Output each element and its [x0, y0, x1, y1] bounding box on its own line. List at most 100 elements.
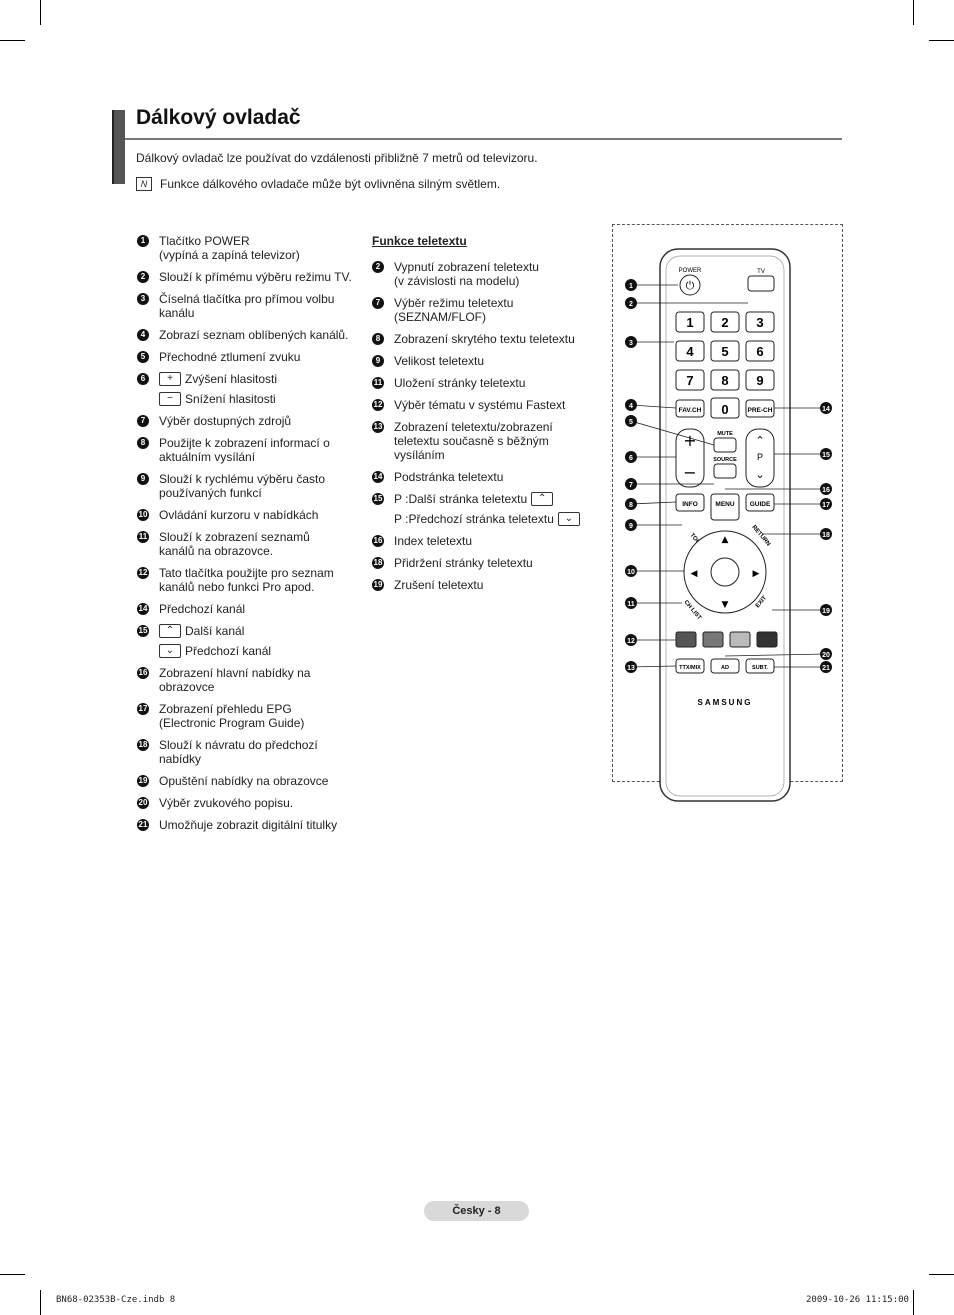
- note-text: Funkce dálkového ovladače může být ovliv…: [160, 177, 501, 191]
- callout-number: 1: [629, 283, 633, 290]
- digit-button: [675, 340, 705, 362]
- callout-number: 16: [822, 487, 830, 494]
- key-icon: −: [159, 392, 181, 406]
- item-line: (v závislosti na modelu): [394, 274, 520, 288]
- callout-number: 14: [822, 406, 830, 413]
- item-number: 10: [137, 509, 149, 521]
- item-line: P :Předchozí stránka teletextu: [394, 512, 554, 526]
- callout-line: [630, 404, 677, 409]
- info-label: INFO: [682, 501, 698, 508]
- item-line: Přechodné ztlumení zvuku: [159, 350, 301, 364]
- item-line: Zobrazení teletextu/zobrazení: [394, 420, 553, 434]
- digit-button: [710, 311, 740, 333]
- mute-label: MUTE: [717, 431, 733, 437]
- item-number: 19: [372, 579, 384, 591]
- callout-badge: [625, 519, 637, 531]
- svg-text:▶: ▶: [753, 569, 760, 579]
- note-icon: N: [136, 177, 152, 191]
- item-line: Slouží k návratu do předchozí: [159, 738, 318, 752]
- item-line: Tlačítko POWER: [159, 234, 250, 248]
- crop-mark: [913, 1290, 914, 1315]
- guide-label: GUIDE: [750, 501, 771, 508]
- item-number: 18: [372, 557, 384, 569]
- note: N Funkce dálkového ovladače může být ovl…: [136, 177, 500, 191]
- callout-number: 8: [629, 502, 633, 509]
- item-line: Velikost teletextu: [394, 354, 485, 368]
- item-number: 16: [372, 535, 384, 547]
- power-label: POWER: [679, 268, 702, 274]
- callout-number: 20: [822, 652, 830, 659]
- item-text: Vypnutí zobrazení teletextu(v závislosti…: [394, 260, 597, 288]
- brand-label: SAMSUNG: [698, 698, 753, 707]
- callout-badge: [625, 399, 637, 411]
- source-label: SOURCE: [713, 457, 737, 463]
- item-number: 9: [137, 473, 149, 485]
- crop-mark: [40, 1290, 41, 1315]
- item-line: vysíláním: [394, 448, 445, 462]
- item-line: Zobrazí seznam oblíbených kanálů.: [159, 328, 349, 342]
- svg-text:−: −: [683, 463, 696, 482]
- callout-badge: [625, 597, 637, 609]
- digit-label: 2: [721, 315, 728, 330]
- callout-number: 13: [627, 665, 635, 672]
- key-icon: ⌃: [531, 492, 554, 506]
- item-number: 9: [372, 355, 384, 367]
- item-line: Slouží k přímému výběru režimu TV.: [159, 270, 352, 284]
- item-line: Index teletextu: [394, 534, 473, 548]
- callout-number: 17: [822, 502, 830, 509]
- digit-button: [745, 311, 775, 333]
- item-text: Tlačítko POWER(vypíná a zapíná televizor…: [159, 234, 362, 262]
- item-line: Zobrazení přehledu EPG: [159, 702, 292, 716]
- item-line: Předchozí kanál: [185, 644, 272, 658]
- item-line: Uložení stránky teletextu: [394, 376, 526, 390]
- item-line: teletextu současně s běžným: [394, 434, 549, 448]
- digit-label: 1: [686, 315, 693, 330]
- item-line: Další kanál: [185, 624, 245, 638]
- title-rule: [125, 138, 842, 140]
- color-button: [702, 631, 724, 648]
- digit-button: [745, 340, 775, 362]
- callout-number: 5: [629, 419, 633, 426]
- item-number: 11: [372, 377, 384, 389]
- item-line: kanálu: [159, 306, 195, 320]
- menu-label: MENU: [715, 501, 734, 508]
- item-number: 6: [137, 373, 149, 385]
- callout-number: 12: [627, 638, 635, 645]
- item-line: Použijte k zobrazení informací o: [159, 436, 330, 450]
- callout-badge: [625, 478, 637, 490]
- ad-label: AD: [721, 665, 729, 671]
- item-number: 11: [137, 531, 149, 543]
- item-line: Zobrazení hlavní nabídky na: [159, 666, 311, 680]
- item-number: 16: [137, 667, 149, 679]
- callout-number: 2: [629, 301, 633, 308]
- item-text: Výběr režimu teletextu(SEZNAM/FLOF): [394, 296, 597, 324]
- zero-label: 0: [721, 402, 728, 417]
- callout-number: 7: [629, 482, 633, 489]
- item-number: 20: [137, 797, 149, 809]
- item-line: kanálů nebo funkci Pro apod.: [159, 580, 315, 594]
- item-text: Opuštění nabídky na obrazovce: [159, 774, 362, 788]
- color-button: [756, 631, 778, 648]
